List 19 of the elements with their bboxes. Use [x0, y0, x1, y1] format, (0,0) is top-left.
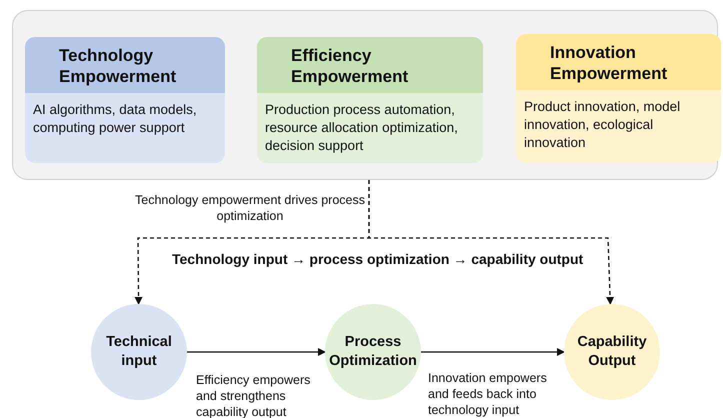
card: [516, 34, 721, 163]
card: [25, 37, 225, 163]
arrow: [187, 348, 326, 356]
circle-node: Technical input: [91, 304, 187, 400]
card-body-text: Production process automation, resource allocation optimization, decision support: [264, 101, 459, 155]
circle-node: Process Optimization: [325, 304, 421, 400]
card: [257, 37, 483, 163]
edge-label: Innovation empowers and feeds back into technology input: [428, 370, 548, 418]
dashed-arrow: [368, 180, 614, 305]
flow-summary-text: Technology input → process optimization → capability output: [172, 251, 584, 267]
edge-label: Technology empowerment drives process optimization: [135, 192, 365, 224]
circle-node: Capability Output: [564, 304, 660, 400]
arrow: [421, 348, 565, 356]
group-panel: [12, 10, 718, 180]
card-header: Innovation Empowerment: [516, 34, 721, 90]
card-header: Efficiency Empowerment: [257, 37, 483, 93]
card-body-text: Product innovation, model innovation, ecological innovation: [523, 98, 682, 152]
card-body-text: AI algorithms, data models, computing power support: [32, 101, 198, 137]
card-header: Technology Empowerment: [25, 37, 225, 93]
